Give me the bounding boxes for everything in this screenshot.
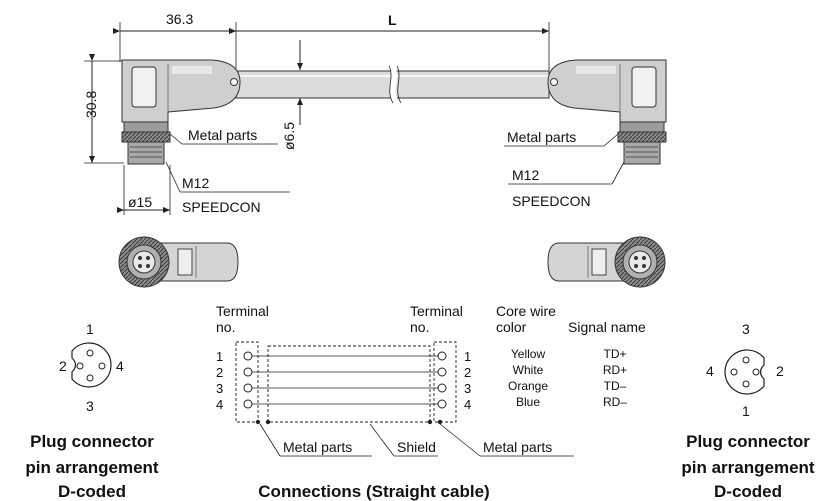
signal-name: TD+ <box>603 347 626 361</box>
wire-color: Blue <box>516 395 540 409</box>
callout-metal-left: Metal parts <box>169 127 278 145</box>
callout-m12-right: M12 SPEEDCON <box>508 161 625 209</box>
terminal-no-left: 2 <box>216 365 223 380</box>
callout-metal-right: Metal parts <box>504 129 619 147</box>
core-wire-header: color <box>496 319 527 335</box>
connections-caption: Connections (Straight cable) <box>258 482 489 501</box>
pin-label: 3 <box>86 398 94 414</box>
callout-metal-bottom-left: Metal parts <box>259 423 372 457</box>
metal-parts-label: Metal parts <box>283 439 352 455</box>
signal-name: TD– <box>604 379 627 393</box>
pin-label: 3 <box>742 321 750 337</box>
cable <box>235 64 550 105</box>
speedcon-label: SPEEDCON <box>182 199 261 215</box>
terminal-no-right: 2 <box>464 365 471 380</box>
pin-label: 2 <box>59 358 67 374</box>
caption-line: Plug connector <box>30 432 154 451</box>
callout-metal-bottom-right: Metal parts <box>439 423 574 457</box>
wire-row <box>243 399 447 409</box>
pin-label: 4 <box>706 363 714 379</box>
speedcon-label: SPEEDCON <box>512 193 591 209</box>
connections-diagram: Terminal no. Terminal no. Core wire colo… <box>216 303 646 501</box>
wire-color: Orange <box>508 379 548 393</box>
wire-row <box>243 383 447 393</box>
length-label: L <box>388 12 397 28</box>
callout-m12-left: M12 SPEEDCON <box>165 161 290 215</box>
metal-parts-label: Metal parts <box>188 127 257 143</box>
metal-parts-label: Metal parts <box>507 129 576 145</box>
caption-line: pin arrangement <box>25 458 159 477</box>
terminal-no-right: 1 <box>464 349 471 364</box>
left-plug-view <box>118 236 239 288</box>
terminal-header-left: Terminal <box>216 303 269 319</box>
callout-shield: Shield <box>369 423 438 457</box>
shield-label: Shield <box>397 439 436 455</box>
terminal-no-right: 3 <box>464 381 471 396</box>
terminal-no-right: 4 <box>464 397 471 412</box>
terminal-no-left: 4 <box>216 397 223 412</box>
cable-dia-label: ø6.5 <box>281 122 297 150</box>
wire-row <box>243 367 447 377</box>
pin-label: 1 <box>86 321 94 337</box>
terminal-header-right: no. <box>410 319 429 335</box>
dimension-thread-dia: ø15 <box>117 165 171 215</box>
pin-label: 1 <box>742 403 750 419</box>
dimension-length: L <box>229 12 550 72</box>
pin-label: 2 <box>776 363 784 379</box>
caption-line: pin arrangement <box>681 458 815 477</box>
caption-line: D-coded <box>58 482 126 501</box>
signal-name-header: Signal name <box>568 319 646 335</box>
right-connector <box>547 59 667 165</box>
terminal-header-left: no. <box>216 319 235 335</box>
width-label: 36.3 <box>166 11 193 27</box>
metal-parts-label: Metal parts <box>483 439 552 455</box>
wire-row <box>243 351 447 361</box>
wire-color: White <box>513 363 544 377</box>
terminal-header-right: Terminal <box>410 303 463 319</box>
terminal-no-left: 3 <box>216 381 223 396</box>
dimension-cable-dia: ø6.5 <box>281 40 303 150</box>
pin-arrangement-left: 1 2 3 4 Plug connector pin arrangement D… <box>25 321 159 501</box>
m12-label: M12 <box>512 167 539 183</box>
height-label: 30.8 <box>83 91 99 118</box>
thread-dia-label: ø15 <box>128 194 152 210</box>
pin-label: 4 <box>116 358 124 374</box>
wire-color: Yellow <box>511 347 546 361</box>
terminal-no-left: 1 <box>216 349 223 364</box>
caption-line: D-coded <box>714 482 782 501</box>
pin-arrangement-right: 3 4 2 1 Plug connector pin arrangement D… <box>681 321 815 501</box>
signal-name: RD+ <box>603 363 627 377</box>
left-connector <box>121 59 241 165</box>
m12-label: M12 <box>182 175 209 191</box>
core-wire-header: Core wire <box>496 303 556 319</box>
dimension-height: 30.8 <box>83 54 124 164</box>
caption-line: Plug connector <box>686 432 810 451</box>
right-plug-view <box>547 236 666 288</box>
signal-name: RD– <box>603 395 627 409</box>
